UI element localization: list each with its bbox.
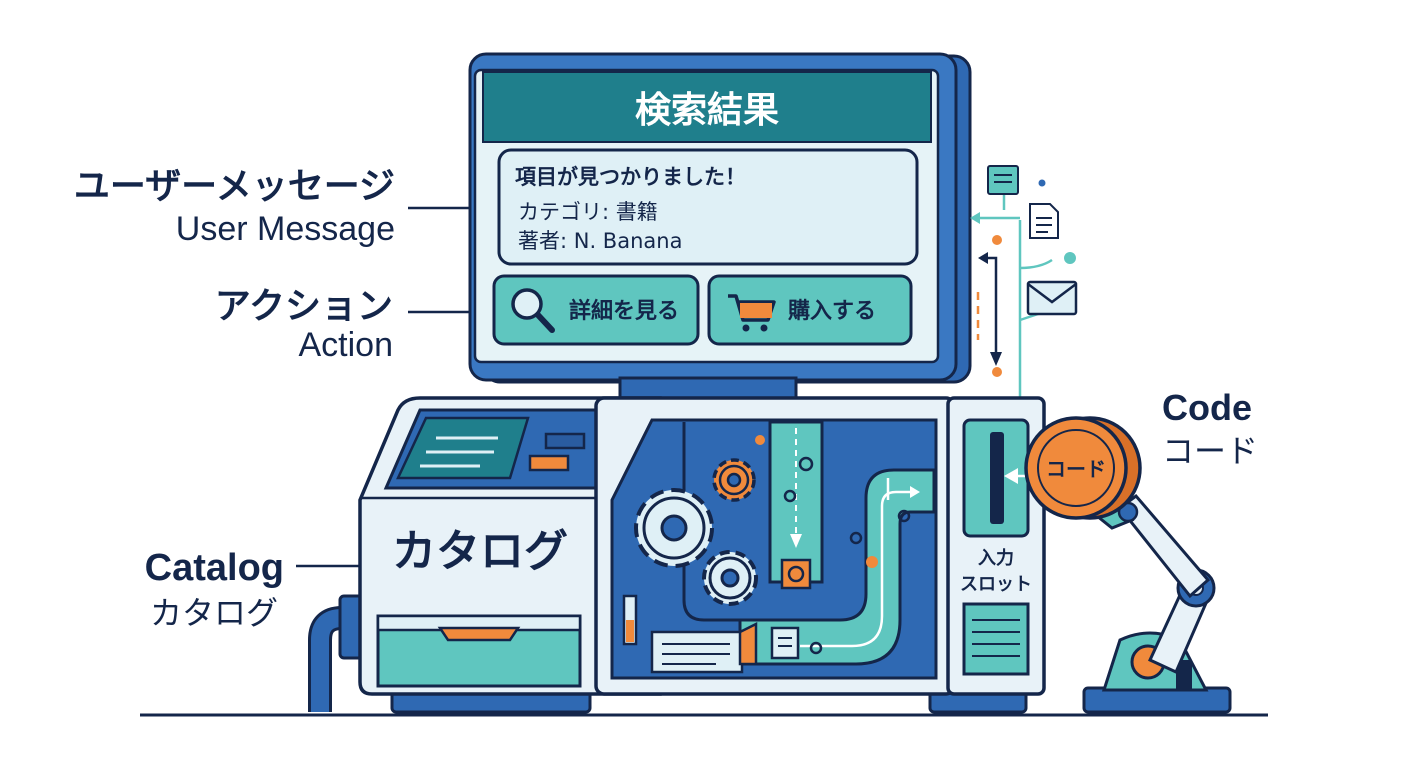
screen-title: 検索結果 — [635, 90, 779, 131]
file-icon — [1029, 203, 1059, 239]
label-catalog-jp: カタログ — [150, 594, 278, 632]
curved-conveyor — [738, 468, 936, 666]
message-line-1: 項目が見つかりました！ — [515, 165, 746, 189]
catalog-machine: カタログ — [308, 396, 1046, 714]
data-flow — [970, 165, 1078, 398]
label-action-en: Action — [299, 326, 394, 364]
panel-display — [396, 416, 530, 480]
label-code-en: Code — [1162, 387, 1252, 428]
monitor: 検索結果 項目が見つかりました！ カテゴリ: 書籍 著者: N. Banana … — [468, 52, 972, 402]
label-catalog-en: Catalog — [145, 547, 284, 589]
label-action-jp: アクション — [215, 286, 393, 327]
arm-base-plate — [1082, 686, 1232, 714]
buy-button[interactable]: 購入する — [707, 274, 913, 346]
robot-arm — [1082, 483, 1232, 714]
slot-label-line-1: 入力 — [978, 548, 1014, 569]
cart-icon — [728, 294, 776, 332]
coin-label: コード — [1046, 457, 1106, 481]
input-slot[interactable] — [990, 432, 1004, 524]
message-line-3: 著者: N. Banana — [518, 229, 682, 253]
small-gear-icon — [702, 550, 758, 606]
slot-label-line-2: スロット — [960, 574, 1032, 595]
drawer-handle — [437, 626, 521, 642]
machine-body-label: カタログ — [392, 526, 568, 577]
details-button-label: 詳細を見る — [569, 298, 679, 324]
magnifier-icon — [511, 288, 555, 333]
code-coin[interactable]: コード — [1024, 416, 1142, 520]
panel-button-orange — [528, 454, 570, 472]
screen-title-bar — [482, 71, 932, 143]
label-user-message-en: User Message — [176, 210, 395, 248]
data-card — [650, 630, 744, 674]
buy-button-label: 購入する — [788, 299, 876, 324]
message-line-2: カテゴリ: 書籍 — [518, 200, 658, 224]
large-gear-icon — [634, 488, 714, 568]
vertical-conveyor — [768, 420, 824, 584]
slot-info-card — [962, 602, 1030, 676]
details-button[interactable]: 詳細を見る — [492, 274, 700, 346]
document-icon — [987, 165, 1019, 195]
panel-button-top — [544, 432, 586, 450]
output-document — [770, 626, 800, 660]
label-user-message-jp: ユーザーメッセージ — [74, 166, 395, 207]
envelope-icon — [1026, 280, 1078, 316]
label-code-jp: コード — [1162, 432, 1258, 470]
gear-chip-icon — [780, 558, 812, 590]
message-box — [497, 148, 919, 266]
orange-gear-icon — [712, 458, 756, 502]
